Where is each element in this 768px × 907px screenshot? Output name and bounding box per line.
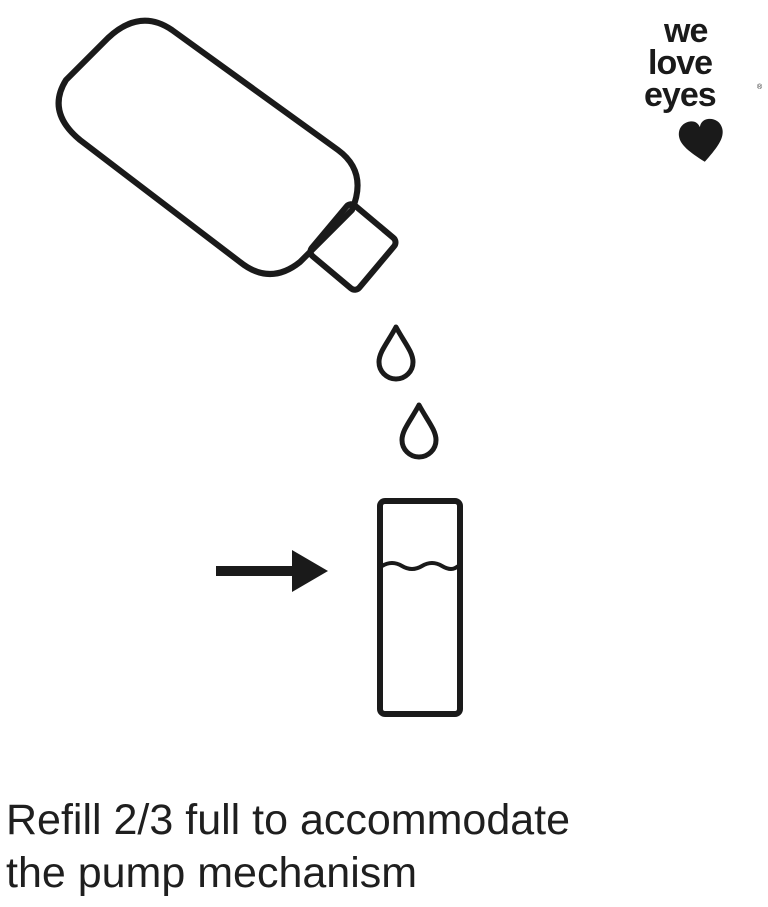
fill-line (380, 561, 460, 571)
brand-logo: we love eyes ® (636, 14, 766, 164)
heart-icon (678, 118, 723, 162)
water-drops (376, 324, 439, 460)
registered-mark: ® (757, 84, 763, 91)
arrow-right-icon (216, 550, 328, 592)
logo-word-eyes: eyes (644, 76, 717, 114)
caption-line-2: the pump mechanism (6, 849, 418, 897)
bottle-icon (55, 17, 399, 293)
logo-word-love: love (648, 44, 713, 82)
instruction-caption: Refill 2/3 full to accommodate the pump … (6, 794, 746, 900)
water-drop-icon (399, 402, 439, 460)
water-drop-icon (376, 324, 416, 382)
pump-container-icon (377, 498, 463, 717)
caption-line-1: Refill 2/3 full to accommodate (6, 796, 571, 844)
logo-word-we: we (664, 12, 708, 50)
